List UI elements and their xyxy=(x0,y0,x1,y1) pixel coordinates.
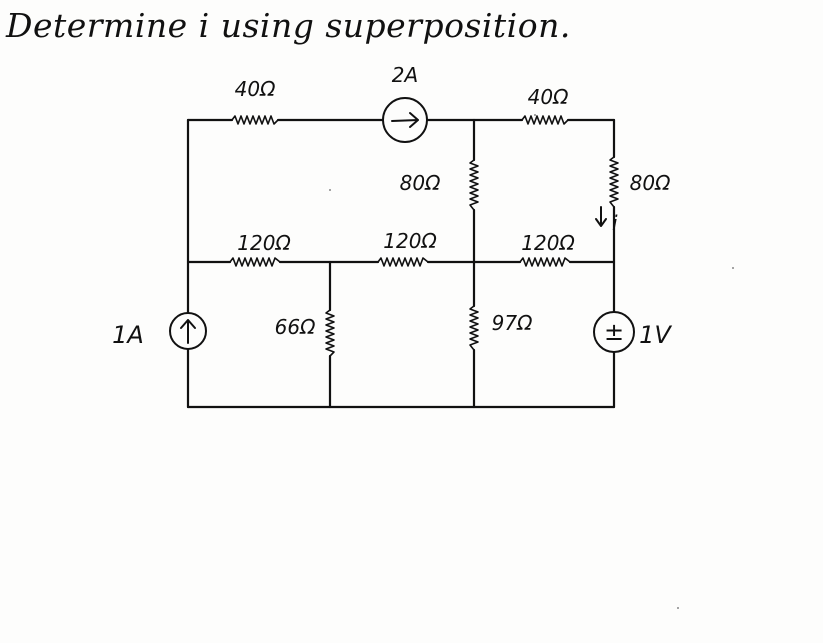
label-r-mid-left: 120Ω xyxy=(237,231,291,255)
resistor-97 xyxy=(469,305,479,351)
scan-speck xyxy=(534,114,536,116)
label-current-i: i xyxy=(612,211,618,235)
polarity-sign: ± xyxy=(604,318,624,346)
scan-speck xyxy=(329,189,331,191)
label-src-left: 1A xyxy=(112,321,144,349)
resistor-mid-center xyxy=(377,257,429,267)
label-r-66: 66Ω xyxy=(275,315,316,339)
arrow-up-icon xyxy=(180,319,196,344)
label-r-top-right: 40Ω xyxy=(528,85,569,109)
resistor-top-left xyxy=(231,115,279,125)
arrow-right-icon xyxy=(391,112,419,128)
label-r-97: 97Ω xyxy=(492,311,533,335)
scan-speck xyxy=(677,607,679,609)
resistor-top-right xyxy=(521,115,569,125)
resistor-right-vertical xyxy=(609,156,619,208)
voltage-source-1v: ± xyxy=(593,311,635,353)
resistor-mid-right xyxy=(519,257,571,267)
label-r-mid-vert: 80Ω xyxy=(400,171,441,195)
label-r-mid-center: 120Ω xyxy=(383,229,437,253)
problem-title: Determine i using superposition. xyxy=(6,6,571,45)
label-src-top: 2A xyxy=(392,63,418,87)
resistor-66 xyxy=(325,309,335,357)
resistor-mid-vertical xyxy=(469,159,479,211)
current-source-2a xyxy=(382,97,428,143)
resistor-mid-left xyxy=(229,257,281,267)
label-src-right: 1V xyxy=(639,321,672,349)
label-r-top-left: 40Ω xyxy=(235,77,276,101)
source-circle xyxy=(593,311,635,353)
current-source-1a xyxy=(169,312,207,350)
scan-speck xyxy=(732,267,734,269)
arrow-down-icon xyxy=(595,206,607,227)
label-r-right-vert: 80Ω xyxy=(630,171,671,195)
label-r-mid-right: 120Ω xyxy=(521,231,575,255)
